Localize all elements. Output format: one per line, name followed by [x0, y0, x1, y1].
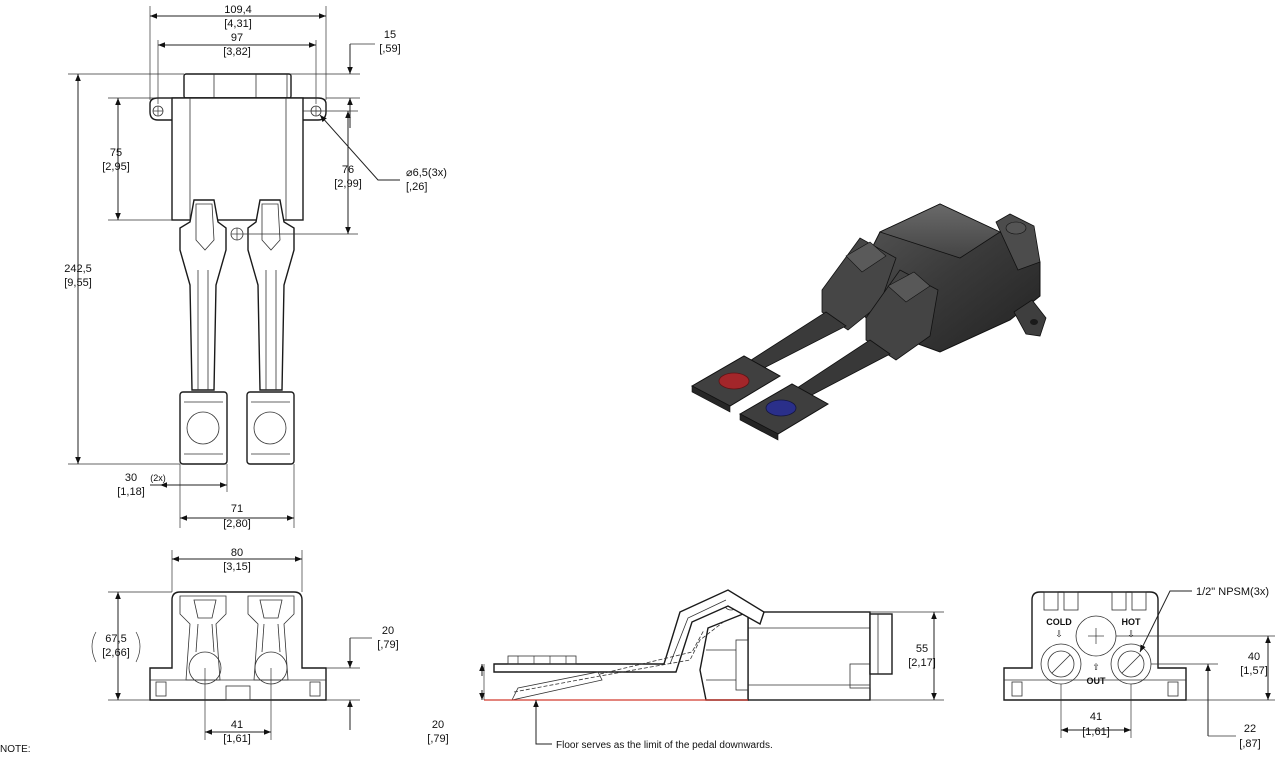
dim-pedal-span-mm: 71	[231, 503, 243, 515]
dim-rear-height-in: [1,57]	[1240, 665, 1268, 677]
front-view: 80 [3,15] 67,5 [2,66] 20 [,79] 41 [1,61]	[91, 547, 399, 745]
dim-overall-width-mm: 109,4	[224, 4, 252, 16]
dim-side-lift-in: [,79]	[427, 733, 448, 745]
port-out-label: OUT	[1087, 676, 1107, 686]
note-label: NOTE:	[0, 744, 31, 755]
dim-hole-spacing-mm: 97	[231, 32, 243, 44]
out-arrow-icon: ⇧	[1092, 662, 1100, 672]
dim-rear-spacing-mm: 41	[1090, 711, 1102, 723]
rear-view: COLD ⇩ HOT ⇩ ⇧ OUT 1/2" NPSM(3x) 41 [1,6…	[1003, 586, 1275, 750]
side-view: 20 [,79] Floor serves as the limit of th…	[427, 589, 944, 751]
dim-flange-mm: 15	[384, 29, 396, 41]
dim-rear-height-mm: 40	[1248, 651, 1260, 663]
port-hot-label: HOT	[1122, 617, 1142, 627]
hot-arrow-icon: ⇩	[1127, 629, 1135, 639]
port-cold-label: COLD	[1046, 617, 1072, 627]
dim-rear-outlet-mm: 22	[1244, 723, 1256, 735]
dim-front-spacing-mm: 41	[231, 719, 243, 731]
cold-button-icon	[765, 399, 797, 417]
dim-front-foot-mm: 20	[382, 625, 394, 637]
dim-front-height-mm: 67,5	[105, 633, 126, 645]
dim-rear-spacing-in: [1,61]	[1082, 726, 1110, 738]
port-thread-label: 1/2" NPSM(3x)	[1196, 586, 1269, 598]
dim-mount-hole-in: [,26]	[406, 181, 427, 193]
dim-overall-width-in: [4,31]	[224, 18, 252, 30]
dim-front-width-mm: 80	[231, 547, 243, 559]
dim-body-height-right-mm: 76	[342, 164, 354, 176]
dim-front-foot-in: [,79]	[377, 639, 398, 651]
dim-front-spacing-in: [1,61]	[223, 733, 251, 745]
dim-side-lift-mm: 20	[432, 719, 444, 731]
product-render	[690, 203, 1047, 441]
dim-hole-spacing-in: [3,82]	[223, 46, 251, 58]
dim-body-height-right-in: [2,99]	[334, 178, 362, 190]
dim-side-height-in: [2,17]	[908, 657, 936, 669]
dim-pedal-width-qty: (2x)	[150, 473, 166, 483]
dim-rear-outlet-in: [,87]	[1239, 738, 1260, 750]
dim-front-width-in: [3,15]	[223, 561, 251, 573]
dim-body-height-left-mm: 75	[110, 147, 122, 159]
dim-side-height-mm: 55	[916, 643, 928, 655]
floor-note: Floor serves as the limit of the pedal d…	[556, 740, 773, 751]
dim-overall-length-in: [9,55]	[64, 277, 92, 289]
top-view: 109,4 [4,31] 97 [3,82] 15 [,59] 75 [2,95…	[64, 4, 447, 530]
dim-flange-in: [,59]	[379, 43, 400, 55]
dim-mount-hole-mm: ⌀6,5(3x)	[406, 167, 447, 179]
hot-button-icon	[718, 372, 750, 390]
dim-overall-length-mm: 242,5	[64, 263, 92, 275]
dim-body-height-left-in: [2,95]	[102, 161, 130, 173]
dim-pedal-width-mm: 30	[125, 472, 137, 484]
dim-pedal-width-in: [1,18]	[117, 486, 145, 498]
dim-pedal-span-in: [2,80]	[223, 518, 251, 530]
dim-front-height-in: [2,66]	[102, 647, 130, 659]
cold-arrow-icon: ⇩	[1055, 629, 1063, 639]
